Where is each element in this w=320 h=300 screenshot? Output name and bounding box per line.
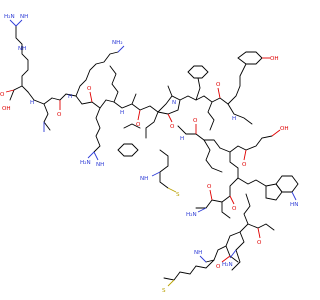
atom-label-h2n: H₂N [222,262,233,268]
sulfur-bonds [167,187,177,287]
atom-label-h: H [180,136,184,142]
atom-label-oh: OH [270,56,279,62]
atom-label-h2n: H₂N [186,212,197,218]
atom-label-nh: NH [18,46,26,52]
atom-labels: H₂N NH NH O OH H O NH₂ O H H H₂N NH O N … [0,14,298,294]
atom-label-hn: HN [290,202,298,208]
carbon-bonds [9,25,299,281]
atom-label-o: O [257,240,262,246]
oxygen-bonds [5,57,281,263]
atom-label-oh: OH [2,106,11,112]
atom-label-nh: NH [194,250,202,256]
atom-label-o: O [216,264,221,270]
atom-label-h: H [120,110,124,116]
atom-label-nh: NH [140,176,148,182]
atom-label-o: O [207,184,212,190]
atom-label-nh2: NH₂ [112,40,123,46]
atom-label-o: O [232,206,237,212]
atom-label-o: O [57,112,62,118]
atom-label-nh: NH [20,14,28,20]
atom-label-h: H [232,116,236,122]
atom-label-s: S [176,192,180,198]
atom-label-h: H [30,100,34,106]
atom-label-o: O [0,92,5,98]
atom-label-n: N [172,100,176,106]
atom-label-o: O [216,82,221,88]
atom-label-h2n: H₂N [80,160,91,166]
atom-label-h: H [68,94,72,100]
atom-label-nh: NH [96,162,104,168]
atom-label-oh: OH [280,126,289,132]
atom-label-s: S [162,288,166,294]
atom-label-h2n: H₂N [4,14,15,20]
nitrogen-bonds [9,19,297,263]
atom-label-o: O [193,118,198,124]
peptide-structure-diagram: H₂N NH NH O OH H O NH₂ O H H H₂N NH O N … [0,14,299,294]
molecule-canvas: H₂N NH NH O OH H O NH₂ O H H H₂N NH O N … [0,14,299,294]
atom-label-o: O [170,124,175,130]
atom-label-o: O [136,122,141,128]
atom-label-o: O [87,86,92,92]
atom-label-o: O [242,162,247,168]
